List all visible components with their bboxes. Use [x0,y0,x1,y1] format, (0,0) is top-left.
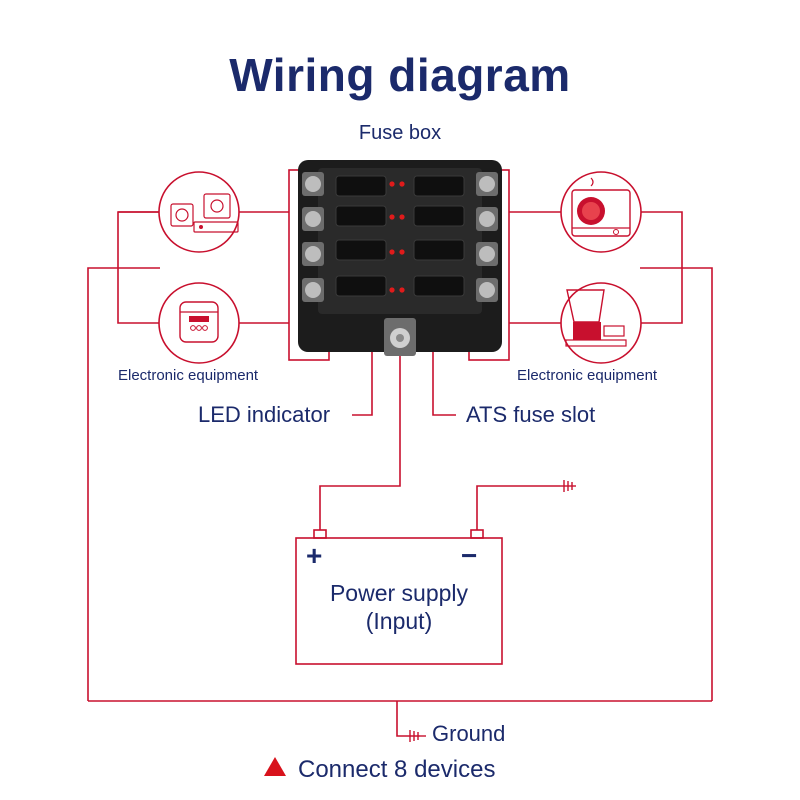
bus-post [384,318,416,356]
fuse-box [298,160,502,356]
speaker-equipment-icon [158,171,240,253]
wire-positive [319,348,401,530]
positive-sign: + [306,540,323,571]
page-title: Wiring diagram [229,49,571,101]
wire-ground-loop [87,267,160,701]
ground-label: Ground [432,721,506,746]
ats-fuse-slot-label: ATS fuse slot [466,402,596,427]
hot-plate-icon [560,171,642,253]
coffee-machine-icon [560,282,642,364]
footer-text: Connect 8 devices [298,756,496,783]
wire-left-to-box [237,211,289,324]
wire-negative [476,485,560,530]
led-indicator-icon [389,181,405,293]
left-equipment-label: Electronic equipment [118,367,259,384]
right-equipment-label: Electronic equipment [517,367,658,384]
wire-ground-loop-right [640,267,713,701]
power-supply-sublabel: (Input) [365,608,433,634]
warning-triangle-icon [264,757,286,776]
negative-terminal [470,529,484,539]
positive-terminal [313,529,327,539]
led-indicator-label: LED indicator [198,402,331,427]
wire-ground-tap [396,701,420,737]
rice-cooker-icon [158,282,240,364]
wire-right-to-box [509,211,562,324]
fuse-box-label: Fuse box [358,122,442,144]
ground-symbol-icon [409,730,426,742]
terminal-screws-left [302,172,324,302]
fuse-slots [335,175,465,297]
terminal-screws-right [476,172,498,302]
power-supply-label: Power supply [329,580,469,606]
ground-symbol-icon [560,480,576,492]
negative-sign: − [461,540,478,571]
power-supply-box [295,537,503,665]
footer-note: Connect 8 devices [264,756,495,784]
